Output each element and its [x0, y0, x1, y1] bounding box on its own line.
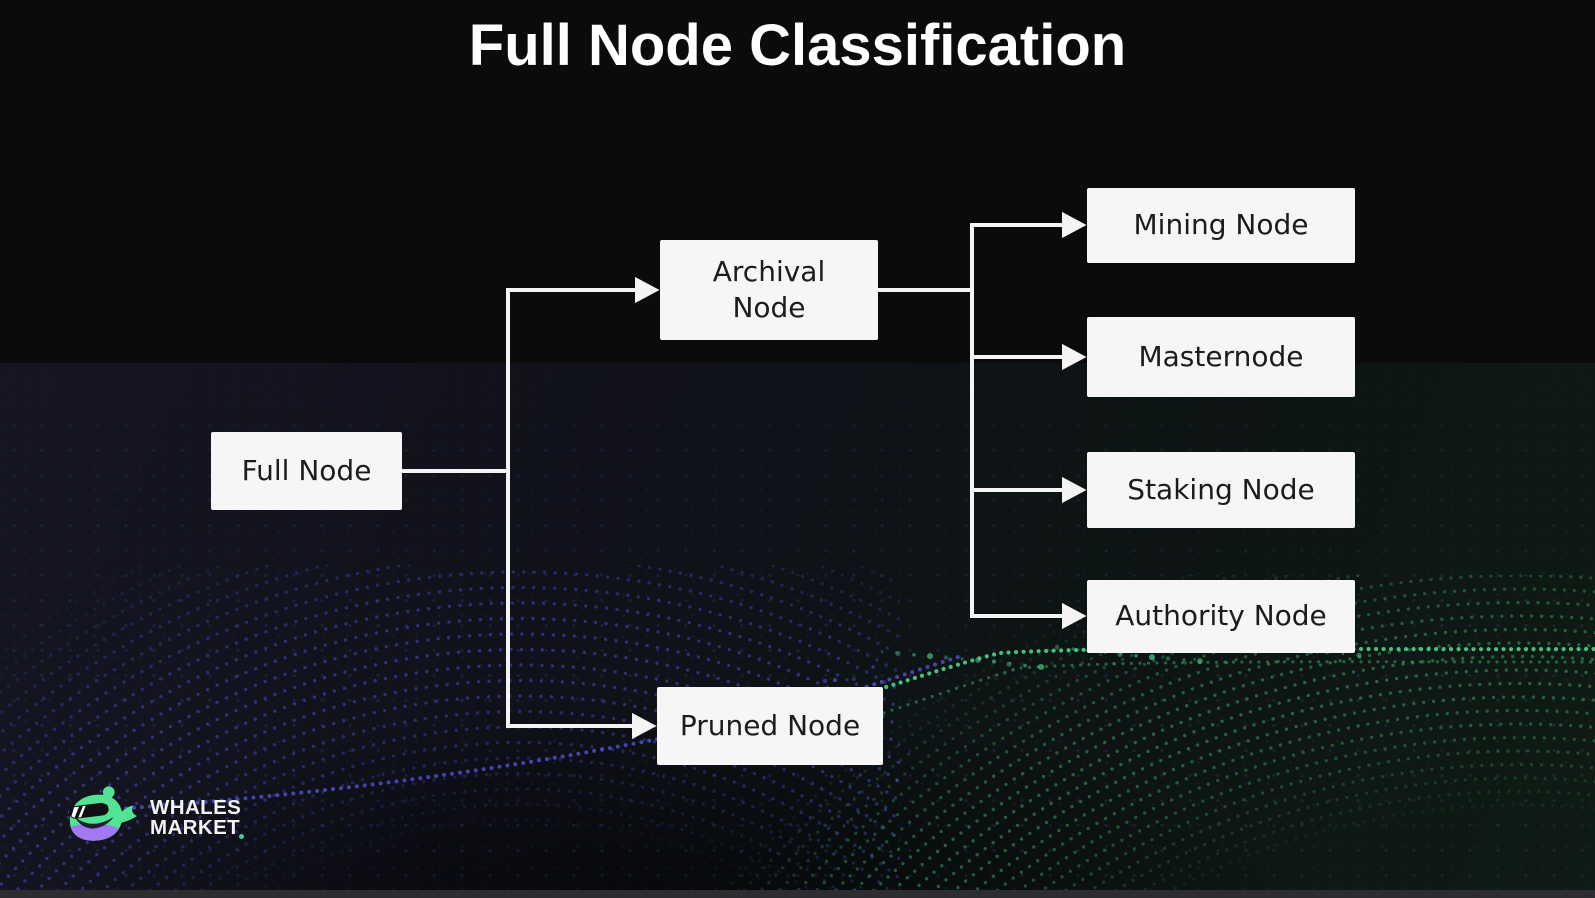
node-archival-node-label: Archival Node: [712, 254, 826, 324]
node-masternode-label: Masternode: [1138, 339, 1304, 373]
node-staking-node-label: Staking Node: [1127, 472, 1315, 506]
whales-market-logo: WHALES MARKET: [62, 784, 244, 852]
brand-name: WHALES MARKET: [150, 796, 244, 839]
node-staking-node: Staking Node: [1087, 452, 1355, 528]
node-authority-node-label: Authority Node: [1115, 599, 1327, 633]
brand-line1: WHALES: [150, 796, 242, 819]
page-title: Full Node Classification: [468, 13, 1127, 78]
whale-sunglasses: [68, 802, 109, 819]
node-pruned-node: Pruned Node: [657, 687, 883, 765]
whale-fin-knob: [102, 786, 115, 799]
node-authority-node: Authority Node: [1087, 580, 1355, 653]
node-masternode: Masternode: [1087, 317, 1355, 397]
wave-arcs-green: [720, 575, 1595, 895]
node-mining-node: Mining Node: [1087, 188, 1355, 263]
node-full-node-label: Full Node: [241, 453, 372, 487]
node-mining-node-label: Mining Node: [1133, 208, 1309, 242]
node-full-node: Full Node: [211, 432, 402, 510]
bottom-edge-strip: [0, 890, 1595, 898]
brand-accent-dot: [239, 834, 244, 839]
brand-line2: MARKET: [150, 816, 241, 839]
node-archival-node: Archival Node: [660, 240, 878, 340]
node-pruned-node-label: Pruned Node: [679, 708, 861, 742]
whale-icon: [68, 786, 137, 841]
whale-mouth: [74, 817, 114, 829]
